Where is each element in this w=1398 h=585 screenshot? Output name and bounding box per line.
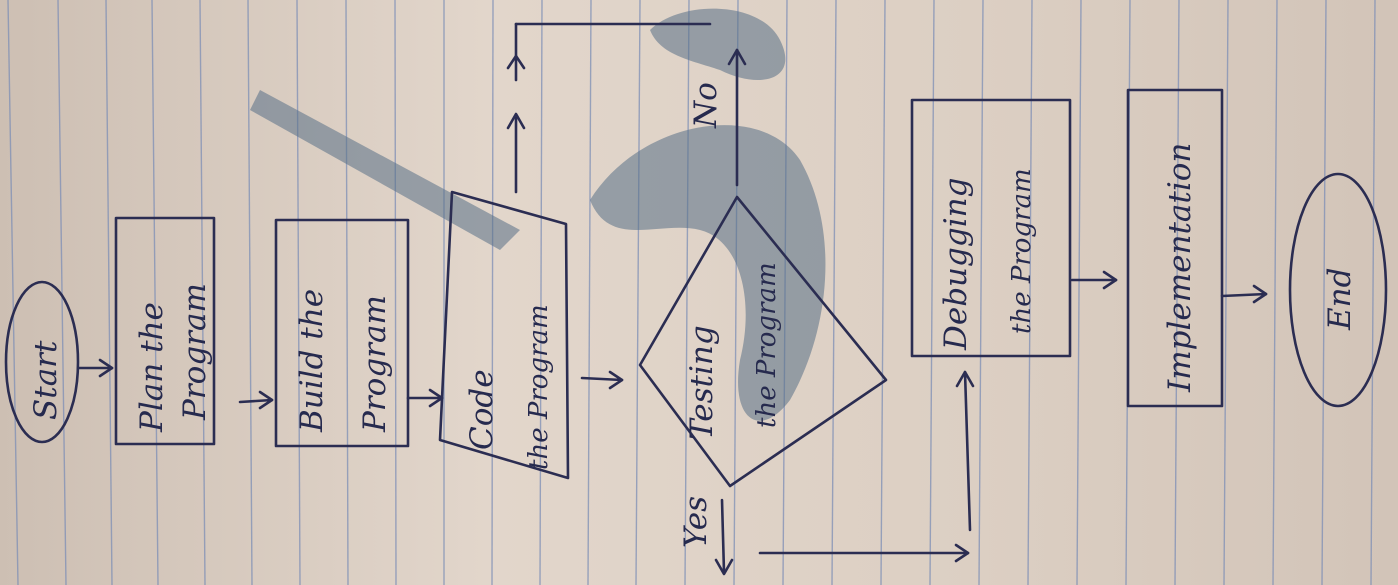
code-label-line1: Code: [464, 369, 500, 450]
arrow-build-to-code: [406, 388, 444, 408]
arrow-plan-to-build: [238, 390, 274, 410]
ruled-lines: [7, 0, 1376, 585]
start-oval: [4, 280, 80, 444]
plan-label-line2: Program: [177, 283, 213, 421]
yes-branch: [714, 370, 975, 576]
code-label-line2: the Program: [524, 304, 554, 470]
build-label-line1: Build the: [294, 289, 330, 433]
end-label: End: [1322, 268, 1358, 331]
plan-program-box: [114, 216, 216, 446]
code-program-box: [438, 190, 570, 480]
implementation-box: [1126, 88, 1224, 408]
testing-label-line1: Testing: [684, 325, 720, 440]
no-label: No: [688, 82, 724, 129]
build-program-box: [274, 218, 410, 448]
testing-label-line2: the Program: [752, 262, 782, 428]
arrow-loop-back: [506, 22, 712, 194]
end-oval: [1288, 172, 1388, 408]
arrow-code-to-testing: [580, 370, 624, 390]
implementation-label: Implementation: [1162, 143, 1198, 393]
build-label-line2: Program: [357, 295, 393, 433]
debugging-label-line2: the Program: [1007, 168, 1037, 334]
start-label: Start: [28, 340, 64, 420]
arrow-implementation-to-end: [1220, 284, 1268, 304]
arrow-debug-to-implementation: [1070, 270, 1118, 290]
debugging-program-box: [910, 98, 1072, 358]
testing-decision-diamond: [638, 195, 888, 488]
no-branch: [727, 48, 747, 187]
yes-label: Yes: [678, 496, 714, 548]
debugging-label-line1: Debugging: [938, 178, 974, 351]
arrow-start-to-plan: [76, 358, 114, 378]
plan-label-line1: Plan the: [134, 302, 170, 433]
shadow-stain: [250, 8, 826, 421]
